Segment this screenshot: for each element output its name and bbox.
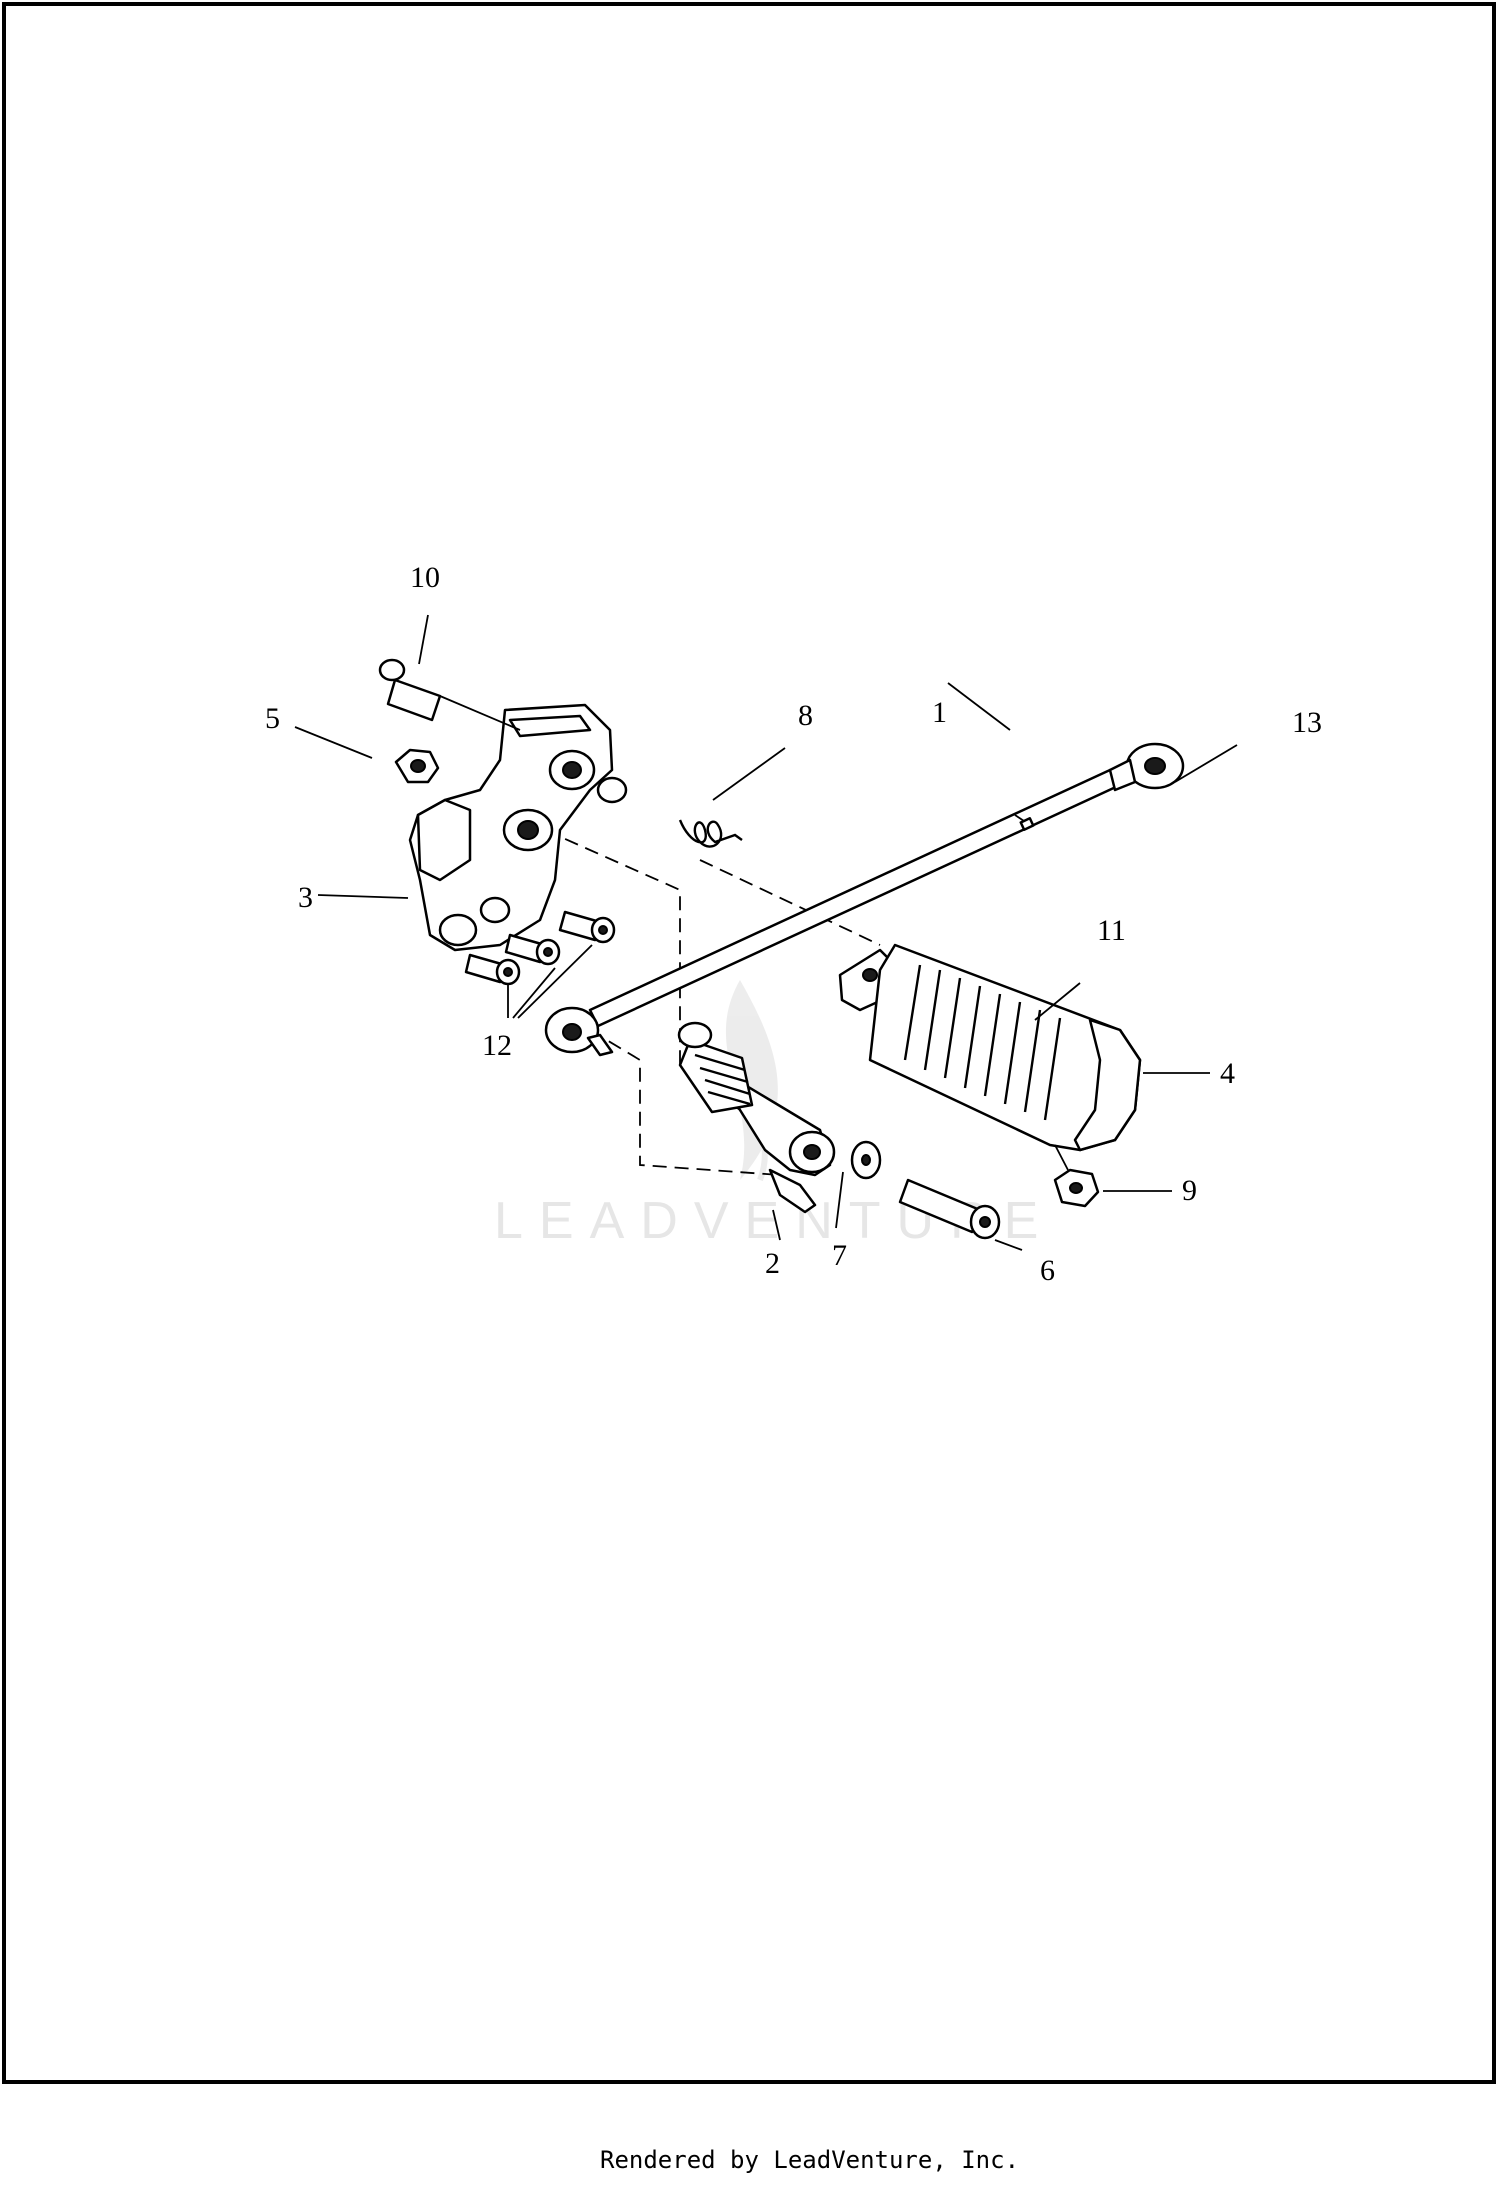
callout-5: 5: [265, 702, 280, 735]
assembly-line-lower: [589, 1029, 781, 1176]
callout-3: 3: [298, 881, 313, 914]
diagram-frame: [2, 2, 1496, 2084]
nut: [394, 748, 440, 784]
callout-6: 6: [1040, 1254, 1055, 1287]
callout-9: 9: [1182, 1174, 1197, 1207]
callout-8: 8: [798, 699, 813, 732]
callout-13: 13: [1292, 706, 1322, 739]
leader-lines: [294, 614, 1238, 1251]
footpeg-nut: [1053, 1144, 1100, 1208]
callout-2: 2: [765, 1247, 780, 1280]
callout-11: 11: [1097, 914, 1126, 947]
footer-credit: Rendered by LeadVenture, Inc.: [600, 2146, 1019, 2174]
callout-4: 4: [1220, 1057, 1235, 1090]
callout-7: 7: [832, 1239, 847, 1272]
mounting-screws: [464, 910, 616, 986]
washer: [850, 1140, 882, 1180]
mounting-bracket: [408, 703, 628, 952]
assembly-line-upper: [544, 829, 681, 1065]
callout-1: 1: [932, 696, 947, 729]
return-spring: [678, 819, 743, 848]
shift-lever: [677, 1021, 836, 1214]
shift-rod: [544, 742, 1185, 1057]
footpeg: [838, 943, 1142, 1152]
pivot-bolt: [378, 658, 521, 731]
callout-10: 10: [410, 561, 440, 594]
callout-12: 12: [482, 1029, 512, 1062]
lever-bolt: [898, 1178, 1001, 1240]
assembly-line-spring: [699, 859, 881, 946]
